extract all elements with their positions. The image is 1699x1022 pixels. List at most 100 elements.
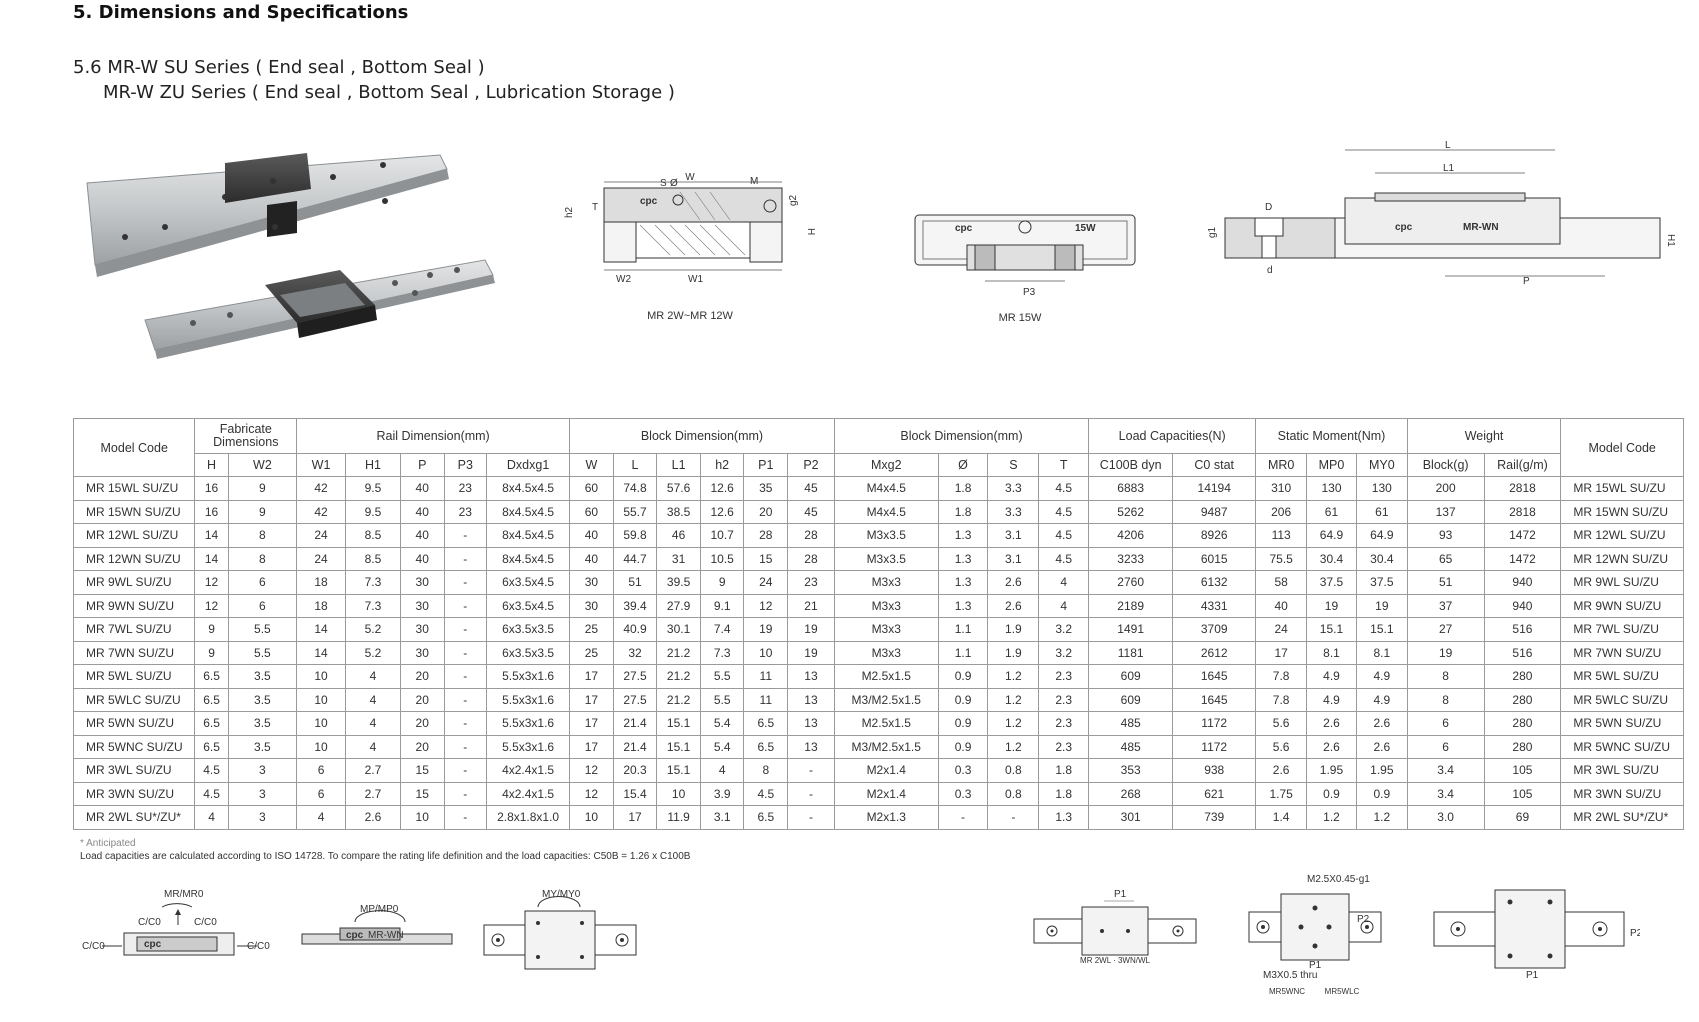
table-cell: 19 xyxy=(743,617,789,642)
table-cell: 301 xyxy=(1088,805,1174,830)
table-cell: 4 xyxy=(344,711,401,736)
table-cell: 20.3 xyxy=(612,758,658,783)
table-cell: 5.5x3x1.6 xyxy=(486,687,571,712)
table-cell: 2818 xyxy=(1483,499,1562,524)
table-cell: 8x4.5x4.5 xyxy=(486,476,571,501)
table-cell: 28 xyxy=(787,523,835,548)
model-code-cell: MR 5WLC SU/ZU xyxy=(1560,687,1684,712)
table-cell: M2.5x1.5 xyxy=(833,711,939,736)
table-cell: 4 xyxy=(699,758,745,783)
table-cell: 42 xyxy=(296,476,346,501)
table-cell: 3.1 xyxy=(987,523,1040,548)
table-cell: 6.5 xyxy=(743,734,789,759)
table-cell: 5.5 xyxy=(227,640,298,665)
table-cell: 3.2 xyxy=(1038,617,1090,642)
table-cell: 7.4 xyxy=(699,617,745,642)
table-cell: 0.8 xyxy=(987,758,1040,783)
model-code-cell: MR 15WL SU/ZU xyxy=(1560,476,1684,501)
col-c100b-dyn: C100B dyn xyxy=(1088,453,1174,477)
col-p2: P2 xyxy=(787,453,835,477)
table-cell: 0.9 xyxy=(937,687,989,712)
table-cell: 8 xyxy=(227,546,298,571)
table-cell: 113 xyxy=(1255,523,1308,548)
table-cell: 1.2 xyxy=(987,687,1040,712)
table-cell: 40 xyxy=(399,499,445,524)
dim-g2-label: g2 xyxy=(788,194,799,206)
table-cell: - xyxy=(443,523,488,548)
front-view-caption: MR 2W~MR 12W xyxy=(647,310,733,322)
table-cell: 10 xyxy=(296,711,346,736)
model-code-cell: MR 5WN SU/ZU xyxy=(72,711,196,736)
table-cell: 13 xyxy=(787,734,835,759)
model-code-cell: MR 5WNC SU/ZU xyxy=(1560,734,1684,759)
table-cell: 0.3 xyxy=(937,781,989,806)
table-cell: 8x4.5x4.5 xyxy=(486,546,571,571)
table-cell: 12 xyxy=(743,593,789,618)
table-cell: 0.8 xyxy=(987,781,1040,806)
table-cell: 40 xyxy=(569,546,614,571)
table-cell: 5262 xyxy=(1088,499,1174,524)
table-cell: 12 xyxy=(194,570,229,595)
table-cell: 11 xyxy=(743,687,789,712)
model-code-cell: MR 7WN SU/ZU xyxy=(72,640,196,665)
table-cell: 516 xyxy=(1483,617,1562,642)
table-cell: 6.5 xyxy=(194,687,229,712)
table-cell: 5.4 xyxy=(699,734,745,759)
dim-w2-label: W2 xyxy=(616,274,631,285)
table-cell: 8.1 xyxy=(1306,640,1357,665)
table-cell: 55.7 xyxy=(612,499,658,524)
table-cell: 2.3 xyxy=(1038,687,1090,712)
model-code-cell: MR 2WL SU*/ZU* xyxy=(72,805,196,830)
table-cell: 1.2 xyxy=(1355,805,1408,830)
table-cell: 7.8 xyxy=(1255,687,1308,712)
col-t: T xyxy=(1038,453,1090,477)
table-cell: 1472 xyxy=(1483,546,1562,571)
table-cell: 13 xyxy=(787,664,835,689)
table-cell: 137 xyxy=(1406,499,1485,524)
series-subtitle-zu: MR-W ZU Series ( End seal , Bottom Seal … xyxy=(103,82,675,103)
col-l1: L1 xyxy=(656,453,701,477)
table-cell: 0.9 xyxy=(937,734,989,759)
table-cell: 4 xyxy=(344,664,401,689)
header-fabricate-dimensions: Fabricate Dimensions xyxy=(194,418,298,454)
table-cell: 24 xyxy=(296,546,346,571)
p1-label-2: P1 xyxy=(1309,960,1322,971)
table-cell: 3.5 xyxy=(227,734,298,759)
table-cell: 30 xyxy=(399,617,445,642)
table-cell: 2189 xyxy=(1088,593,1174,618)
table-cell: 28 xyxy=(743,523,789,548)
table-cell: 2.6 xyxy=(1355,711,1408,736)
dim-p-label: P xyxy=(1523,276,1530,287)
table-cell: 130 xyxy=(1306,476,1357,501)
model-code-cell: MR 12WL SU/ZU xyxy=(72,523,196,548)
table-cell: 21.4 xyxy=(612,711,658,736)
mr5wnc-caption: MR5WNC xyxy=(1269,987,1305,996)
table-cell: 3.5 xyxy=(227,687,298,712)
table-cell: 200 xyxy=(1406,476,1485,501)
table-cell: 4206 xyxy=(1088,523,1174,548)
table-cell: 6x3.5x3.5 xyxy=(486,617,571,642)
table-cell: 44.7 xyxy=(612,546,658,571)
model-code-cell: MR 7WL SU/ZU xyxy=(72,617,196,642)
table-cell: 1.8 xyxy=(1038,758,1090,783)
table-cell: 30.4 xyxy=(1306,546,1357,571)
table-cell: 60 xyxy=(569,499,614,524)
table-cell: 7.3 xyxy=(344,570,401,595)
load-capacity-note: Load capacities are calculated according… xyxy=(80,851,691,862)
table-cell: 2.3 xyxy=(1038,664,1090,689)
table-cell: 27 xyxy=(1406,617,1485,642)
table-cell: 485 xyxy=(1088,734,1174,759)
table-cell: 6 xyxy=(296,758,346,783)
table-cell: 23 xyxy=(443,476,488,501)
table-cell: 59.8 xyxy=(612,523,658,548)
table-cell: 15.1 xyxy=(656,734,701,759)
table-cell: 6 xyxy=(227,570,298,595)
table-cell: - xyxy=(443,711,488,736)
moment-diagram-mr: MR/MR0 C/C0 C/C0 cpc C/C0 C/C0 xyxy=(82,889,270,956)
table-cell: 9 xyxy=(194,640,229,665)
table-cell: 23 xyxy=(787,570,835,595)
table-cell: 13 xyxy=(787,711,835,736)
